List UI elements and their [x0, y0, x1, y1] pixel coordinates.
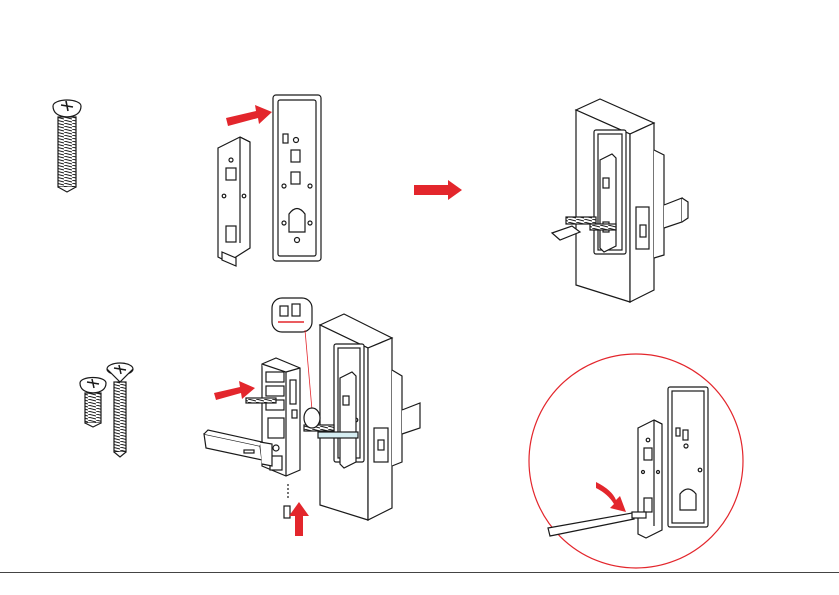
- mounting-plate: [638, 420, 662, 538]
- door: [576, 99, 688, 302]
- bottom-divider: [0, 572, 839, 573]
- screw-icon: [80, 378, 106, 428]
- red-arrow-icon: [214, 381, 255, 400]
- mounting-plate: [340, 372, 356, 468]
- step5-detail: [529, 354, 743, 568]
- step1-pan-head-screw: [53, 100, 81, 192]
- mounting-plate: [218, 137, 250, 266]
- red-arrow-icon: [414, 180, 462, 200]
- red-arrow-icon: [226, 105, 272, 126]
- screw-icon: [53, 100, 81, 192]
- red-arrow-icon: [289, 502, 309, 536]
- back-plate: [668, 387, 708, 527]
- back-plate: [273, 95, 321, 261]
- set-screw: [284, 484, 290, 518]
- step2-plates: [218, 95, 321, 266]
- mounting-plate: [600, 154, 616, 252]
- step4-lock-assembly: [204, 298, 420, 536]
- step3-door-assembly: [552, 99, 688, 302]
- detail-circle: [529, 354, 743, 568]
- screw-icon: [107, 363, 133, 457]
- step4-screws: [80, 363, 133, 457]
